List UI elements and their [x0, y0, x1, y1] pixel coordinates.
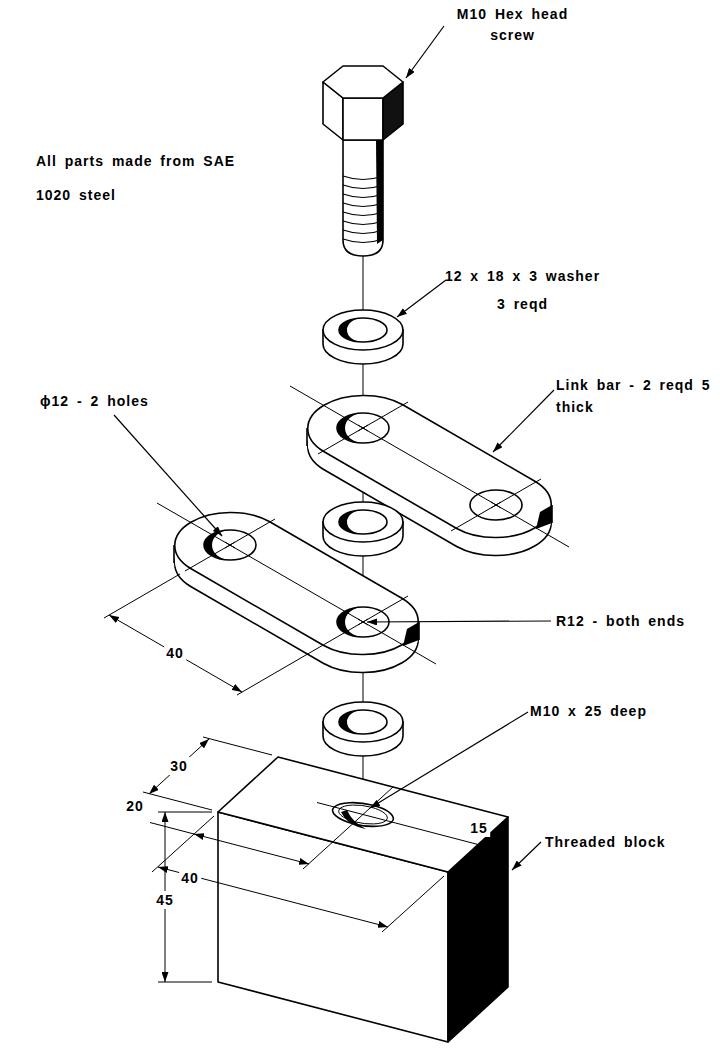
dimension-lines [158, 982, 212, 983]
leader-lines [512, 842, 541, 870]
part-name: Link bar - 2 reqd 5 thick [556, 374, 716, 418]
threaded-block [341, 810, 366, 829]
washer [323, 702, 403, 756]
screw [343, 98, 383, 140]
screw [343, 140, 383, 256]
screw [343, 185, 383, 189]
dimension: 40 [164, 644, 186, 662]
link-bar [337, 607, 363, 637]
link-bar [157, 503, 436, 664]
screw [343, 239, 383, 243]
leader-lines [114, 26, 554, 870]
dimension-lines [152, 816, 214, 872]
note: All parts made from SAE 1020 steel [36, 144, 241, 212]
screw [343, 221, 383, 225]
dimension-lines [150, 823, 194, 835]
leader-lines [114, 415, 222, 536]
washer [323, 702, 403, 742]
link-bar [358, 425, 501, 508]
dimension: 45 [154, 891, 176, 909]
washer [339, 510, 363, 534]
threaded-block [317, 787, 478, 845]
leader-lines [406, 26, 444, 78]
feature-note: ϕ12 - 2 holes [40, 392, 200, 410]
link-bar [290, 386, 569, 547]
part-name: M10 Hex head screw [440, 4, 585, 46]
washer [339, 710, 387, 734]
threaded-block [358, 787, 393, 819]
washer [323, 502, 403, 542]
dimension-lines [158, 812, 212, 813]
threaded-block [218, 757, 508, 872]
dimension-lines [194, 834, 309, 864]
link-bar [225, 542, 368, 625]
dimension-lines [203, 737, 272, 755]
screw [343, 194, 383, 198]
link-bar [306, 428, 308, 446]
part-name: 12 x 18 x 3 washer 3 reqd [440, 262, 605, 318]
part-name: Threaded block [545, 833, 715, 851]
washer [323, 310, 403, 364]
link-bar [337, 413, 363, 443]
link-bar [290, 386, 569, 556]
screw [343, 230, 383, 234]
dimension: 20 [124, 797, 146, 815]
threaded-block [218, 757, 508, 1042]
link-bar [173, 545, 175, 563]
screw [376, 140, 383, 244]
dimension-lines [237, 648, 318, 695]
link-bar [403, 622, 419, 646]
washer [339, 318, 363, 342]
feature-note: R12 - both ends [556, 612, 716, 630]
feature-note: M10 x 25 deep [530, 702, 710, 720]
leader-lines [367, 621, 551, 622]
dimension-lines [149, 739, 209, 794]
screw [343, 176, 383, 243]
dimension-lines [109, 615, 242, 692]
screw [343, 212, 383, 216]
dimension: 15 [468, 819, 490, 837]
dimension-lines [104, 574, 444, 982]
washer [339, 510, 387, 534]
link-bar [157, 503, 436, 664]
dimension-lines [382, 876, 444, 932]
washer [339, 318, 387, 342]
washer [339, 710, 363, 734]
threaded-block [317, 803, 478, 845]
dimension-lines [104, 574, 180, 618]
dimension: 40 [179, 869, 201, 887]
dimension-lines [158, 867, 388, 927]
screw [343, 203, 383, 207]
link-bar [157, 503, 436, 673]
dimension-lines [143, 792, 212, 810]
leader-lines [397, 280, 446, 317]
washer [323, 502, 403, 556]
link-bar [204, 530, 230, 560]
dimension: 30 [168, 757, 190, 775]
link-bar [536, 505, 552, 529]
link-bar [290, 386, 569, 547]
washer [323, 310, 403, 350]
leader-lines [493, 390, 554, 452]
dimension-lines [303, 819, 358, 869]
screw [323, 66, 403, 256]
leader-lines [370, 712, 528, 808]
screw [323, 66, 403, 98]
screw [343, 176, 383, 180]
